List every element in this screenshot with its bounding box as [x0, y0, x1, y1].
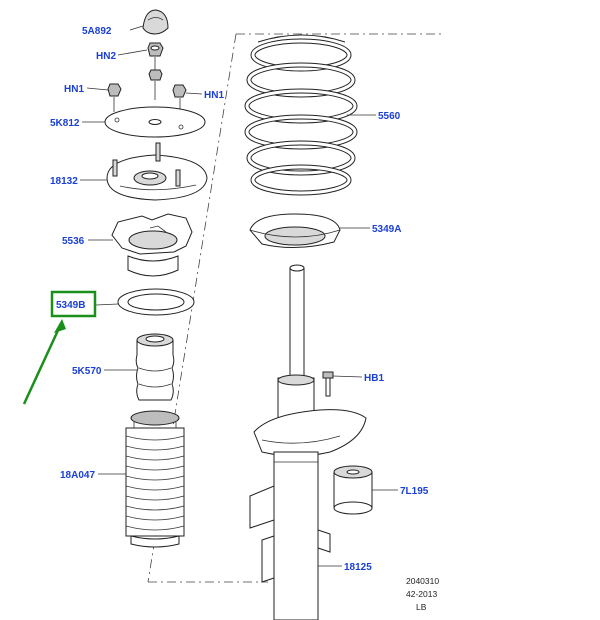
callout-hn2: HN2	[96, 51, 116, 62]
callout-18a047: 18A047	[60, 470, 95, 481]
part-upper-mount-18132	[106, 142, 208, 201]
part-nut-center	[148, 69, 163, 81]
part-spring-seat-5349a	[249, 213, 341, 249]
part-nut-hn2	[147, 42, 164, 57]
callout-hn1-right: HN1	[204, 90, 224, 101]
part-plate-5k812	[104, 106, 206, 138]
part-dust-boot-18a047	[125, 410, 185, 548]
callout-5a892: 5A892	[82, 26, 112, 37]
part-bushing-7l195	[333, 465, 373, 515]
part-strut-18125	[249, 264, 367, 620]
callout-18132: 18132	[50, 176, 78, 187]
callout-5536: 5536	[62, 236, 85, 247]
part-bearing-5536	[111, 213, 193, 277]
callout-5k570: 5K570	[72, 366, 102, 377]
reference-line-3: LB	[416, 602, 427, 612]
reference-line-2: 42-2013	[406, 589, 437, 599]
part-bump-stop-5k570	[135, 333, 175, 401]
callout-18125: 18125	[344, 562, 372, 573]
callout-5560: 5560	[378, 111, 401, 122]
callout-hn1-left: HN1	[64, 84, 84, 95]
highlight-5349b	[22, 290, 97, 405]
callout-hb1: HB1	[364, 373, 384, 384]
part-top-cap	[142, 9, 169, 35]
part-nut-hn1-left	[107, 83, 122, 97]
part-nut-hn1-right	[172, 84, 187, 98]
callout-7l195: 7L195	[400, 486, 429, 497]
part-bolt-hb1	[322, 371, 334, 397]
callout-5349b: 5349B	[56, 300, 85, 311]
part-coil-spring-5560	[244, 34, 358, 196]
part-seat-5349b	[117, 288, 195, 316]
callout-5k812: 5K812	[50, 118, 80, 129]
callout-5349a: 5349A	[372, 224, 401, 235]
reference-line-1: 2040310	[406, 576, 439, 586]
